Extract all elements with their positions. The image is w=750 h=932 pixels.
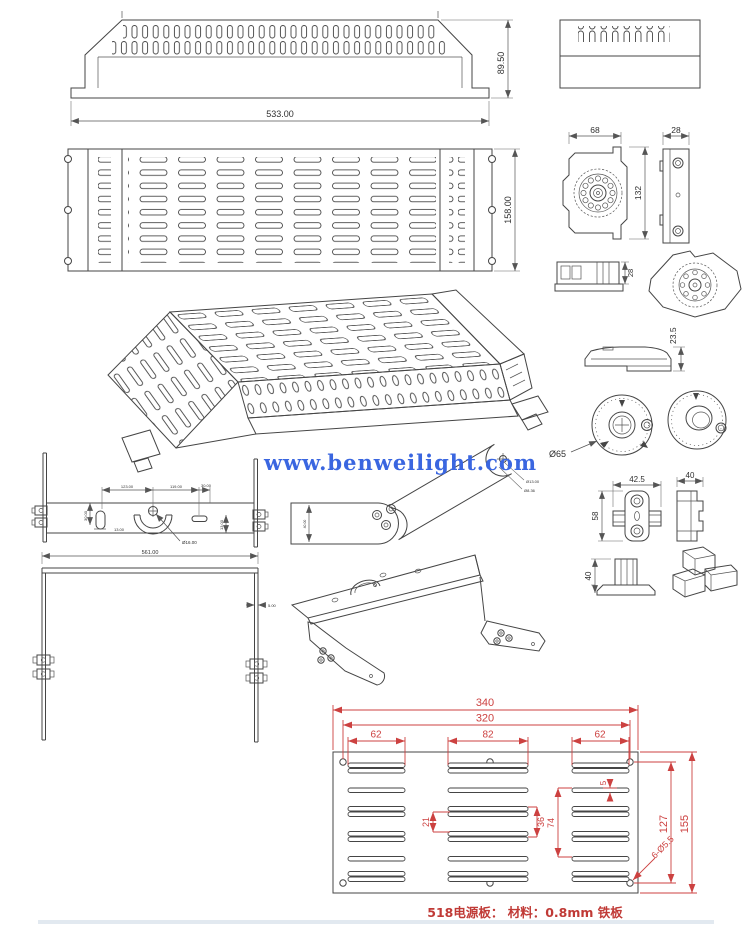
bottom-band xyxy=(38,920,714,924)
side-profile-louvers xyxy=(112,25,448,57)
dim-clamp-height: 58 xyxy=(591,511,600,520)
u-bracket-hinges xyxy=(32,654,268,684)
label-knob-diameter: Ø65 xyxy=(549,440,598,459)
view-yoke-front: 123.00 119.00 30.00 30.00 13.00 13.00 Ø1… xyxy=(31,452,269,548)
yoke-front-outline xyxy=(31,452,269,548)
dim-hinge-thickness: 28 xyxy=(626,269,635,277)
dim-yoke-right: 13.00 xyxy=(219,519,224,530)
dim-yoke-seg2: 119.00 xyxy=(170,484,183,489)
top-box-outline xyxy=(559,19,701,89)
front-panel-louvers xyxy=(95,157,465,263)
dim-plate-hole-h: 127 xyxy=(658,815,670,833)
view-isometric-enclosure xyxy=(107,289,549,473)
watermark: www.benweilight.com xyxy=(264,450,538,475)
hinge-plate-isometric xyxy=(648,250,742,318)
yoke-iso-right-plate xyxy=(480,620,546,652)
hinge-plate-front: 68 132 xyxy=(562,125,649,240)
view-side-profile: 533.00 89.50 xyxy=(70,11,513,126)
knob-front xyxy=(591,394,653,456)
caption: 518电源板： 材料：0.8mm 铁板 xyxy=(427,905,623,920)
dim-hinge-height: 132 xyxy=(633,186,643,200)
dim-side-width: 533.00 xyxy=(266,109,294,119)
dim-89-50: 89.50 xyxy=(441,19,513,99)
knob-three-quarter xyxy=(667,390,727,450)
clamp-side: 40 xyxy=(676,471,704,542)
knob-side-profile: 23.5 xyxy=(584,327,685,372)
plate-red-dims: 340 320 62 82 62 21 36 74 5 127 155 6-Ø5… xyxy=(332,697,697,894)
dim-clamp-base: 40 xyxy=(584,571,593,580)
view-parts-column: 68 132 28 28 23.5 xyxy=(549,125,742,598)
dim-arm-width: 40.00 xyxy=(303,520,307,529)
dim-533: 533.00 xyxy=(70,101,490,126)
front-panel-outline xyxy=(64,148,496,272)
hinge-plate-bottom: 28 xyxy=(554,261,635,292)
dim-yoke-seg3: 30.00 xyxy=(201,483,212,488)
dim-plate-hole-span: 320 xyxy=(476,713,494,725)
view-front-panel: 158.00 xyxy=(64,148,520,272)
view-pivot-arm: 40.00 Ø13.00 Ø8.36 xyxy=(290,443,540,545)
arm-dims: 40.00 Ø13.00 Ø8.36 xyxy=(303,462,540,542)
clamp-front: 42.5 58 xyxy=(591,475,662,542)
clamp-isometric xyxy=(672,546,738,598)
dim-plate-slot-span: 36 xyxy=(536,817,546,827)
dim-clamp-depth: 40 xyxy=(686,471,695,480)
dim-yoke-hole: Ø16.00 xyxy=(182,540,197,545)
dim-ubracket-width: 561.00 xyxy=(142,550,159,556)
yoke-front-features xyxy=(95,505,208,535)
dim-panel-height: 158.00 xyxy=(503,196,513,224)
u-bracket-outline xyxy=(41,567,259,743)
dim-plate-gap: 21 xyxy=(421,817,431,827)
dim-knob-height: 23.5 xyxy=(668,327,678,344)
yoke-iso-left-plate xyxy=(307,621,386,686)
dim-side-height: 89.50 xyxy=(496,52,506,75)
yoke-iso-bar xyxy=(290,554,486,625)
view-top-box xyxy=(559,19,701,89)
dim-plate-holes: 6-Ø5.5 xyxy=(649,834,676,861)
dim-hinge-width: 68 xyxy=(590,125,600,135)
dim-158: 158.00 xyxy=(494,148,520,272)
view-yoke-isometric xyxy=(290,554,546,686)
dim-plate-group-mid: 82 xyxy=(482,730,494,741)
view-power-plate: 340 320 62 82 62 21 36 74 5 127 155 6-Ø5… xyxy=(332,697,697,894)
clamp-bottom: 40 xyxy=(584,558,656,596)
dim-arm-hole1: Ø13.00 xyxy=(526,479,540,484)
dim-yoke-left: 30.00 xyxy=(83,510,88,521)
dim-clamp-width: 42.5 xyxy=(629,475,645,484)
dim-plate-col-span: 74 xyxy=(546,818,556,828)
enclosure-faces xyxy=(107,289,533,449)
dim-plate-group-right: 62 xyxy=(594,730,606,741)
dim-arm-hole2: Ø8.36 xyxy=(524,488,536,493)
dim-plate-group-left: 62 xyxy=(370,730,382,741)
yoke-front-dims: 123.00 119.00 30.00 30.00 13.00 13.00 Ø1… xyxy=(83,483,229,545)
hinge-plate-beads xyxy=(580,175,616,211)
plate-louvers xyxy=(347,762,630,882)
dim-plate-overall-h: 155 xyxy=(679,815,691,833)
dim-yoke-seg1: 123.00 xyxy=(121,484,134,489)
u-bracket-dims: 561.00 5.00 xyxy=(41,550,277,608)
hinge-iso-beads xyxy=(679,269,711,301)
dim-hinge-depth: 28 xyxy=(671,125,681,135)
dim-ubracket-thickness: 5.00 xyxy=(268,603,277,608)
view-u-bracket: 561.00 5.00 xyxy=(32,550,277,743)
hinge-plate-side: 28 xyxy=(659,125,690,244)
dim-plate-slot-h: 5 xyxy=(599,780,608,785)
dim-plate-overall-w: 340 xyxy=(476,697,494,709)
dim-knob-diameter: Ø65 xyxy=(549,449,566,459)
enclosure-feet xyxy=(121,395,549,473)
dim-yoke-left2: 13.00 xyxy=(114,527,125,532)
top-box-louvers xyxy=(578,26,670,42)
